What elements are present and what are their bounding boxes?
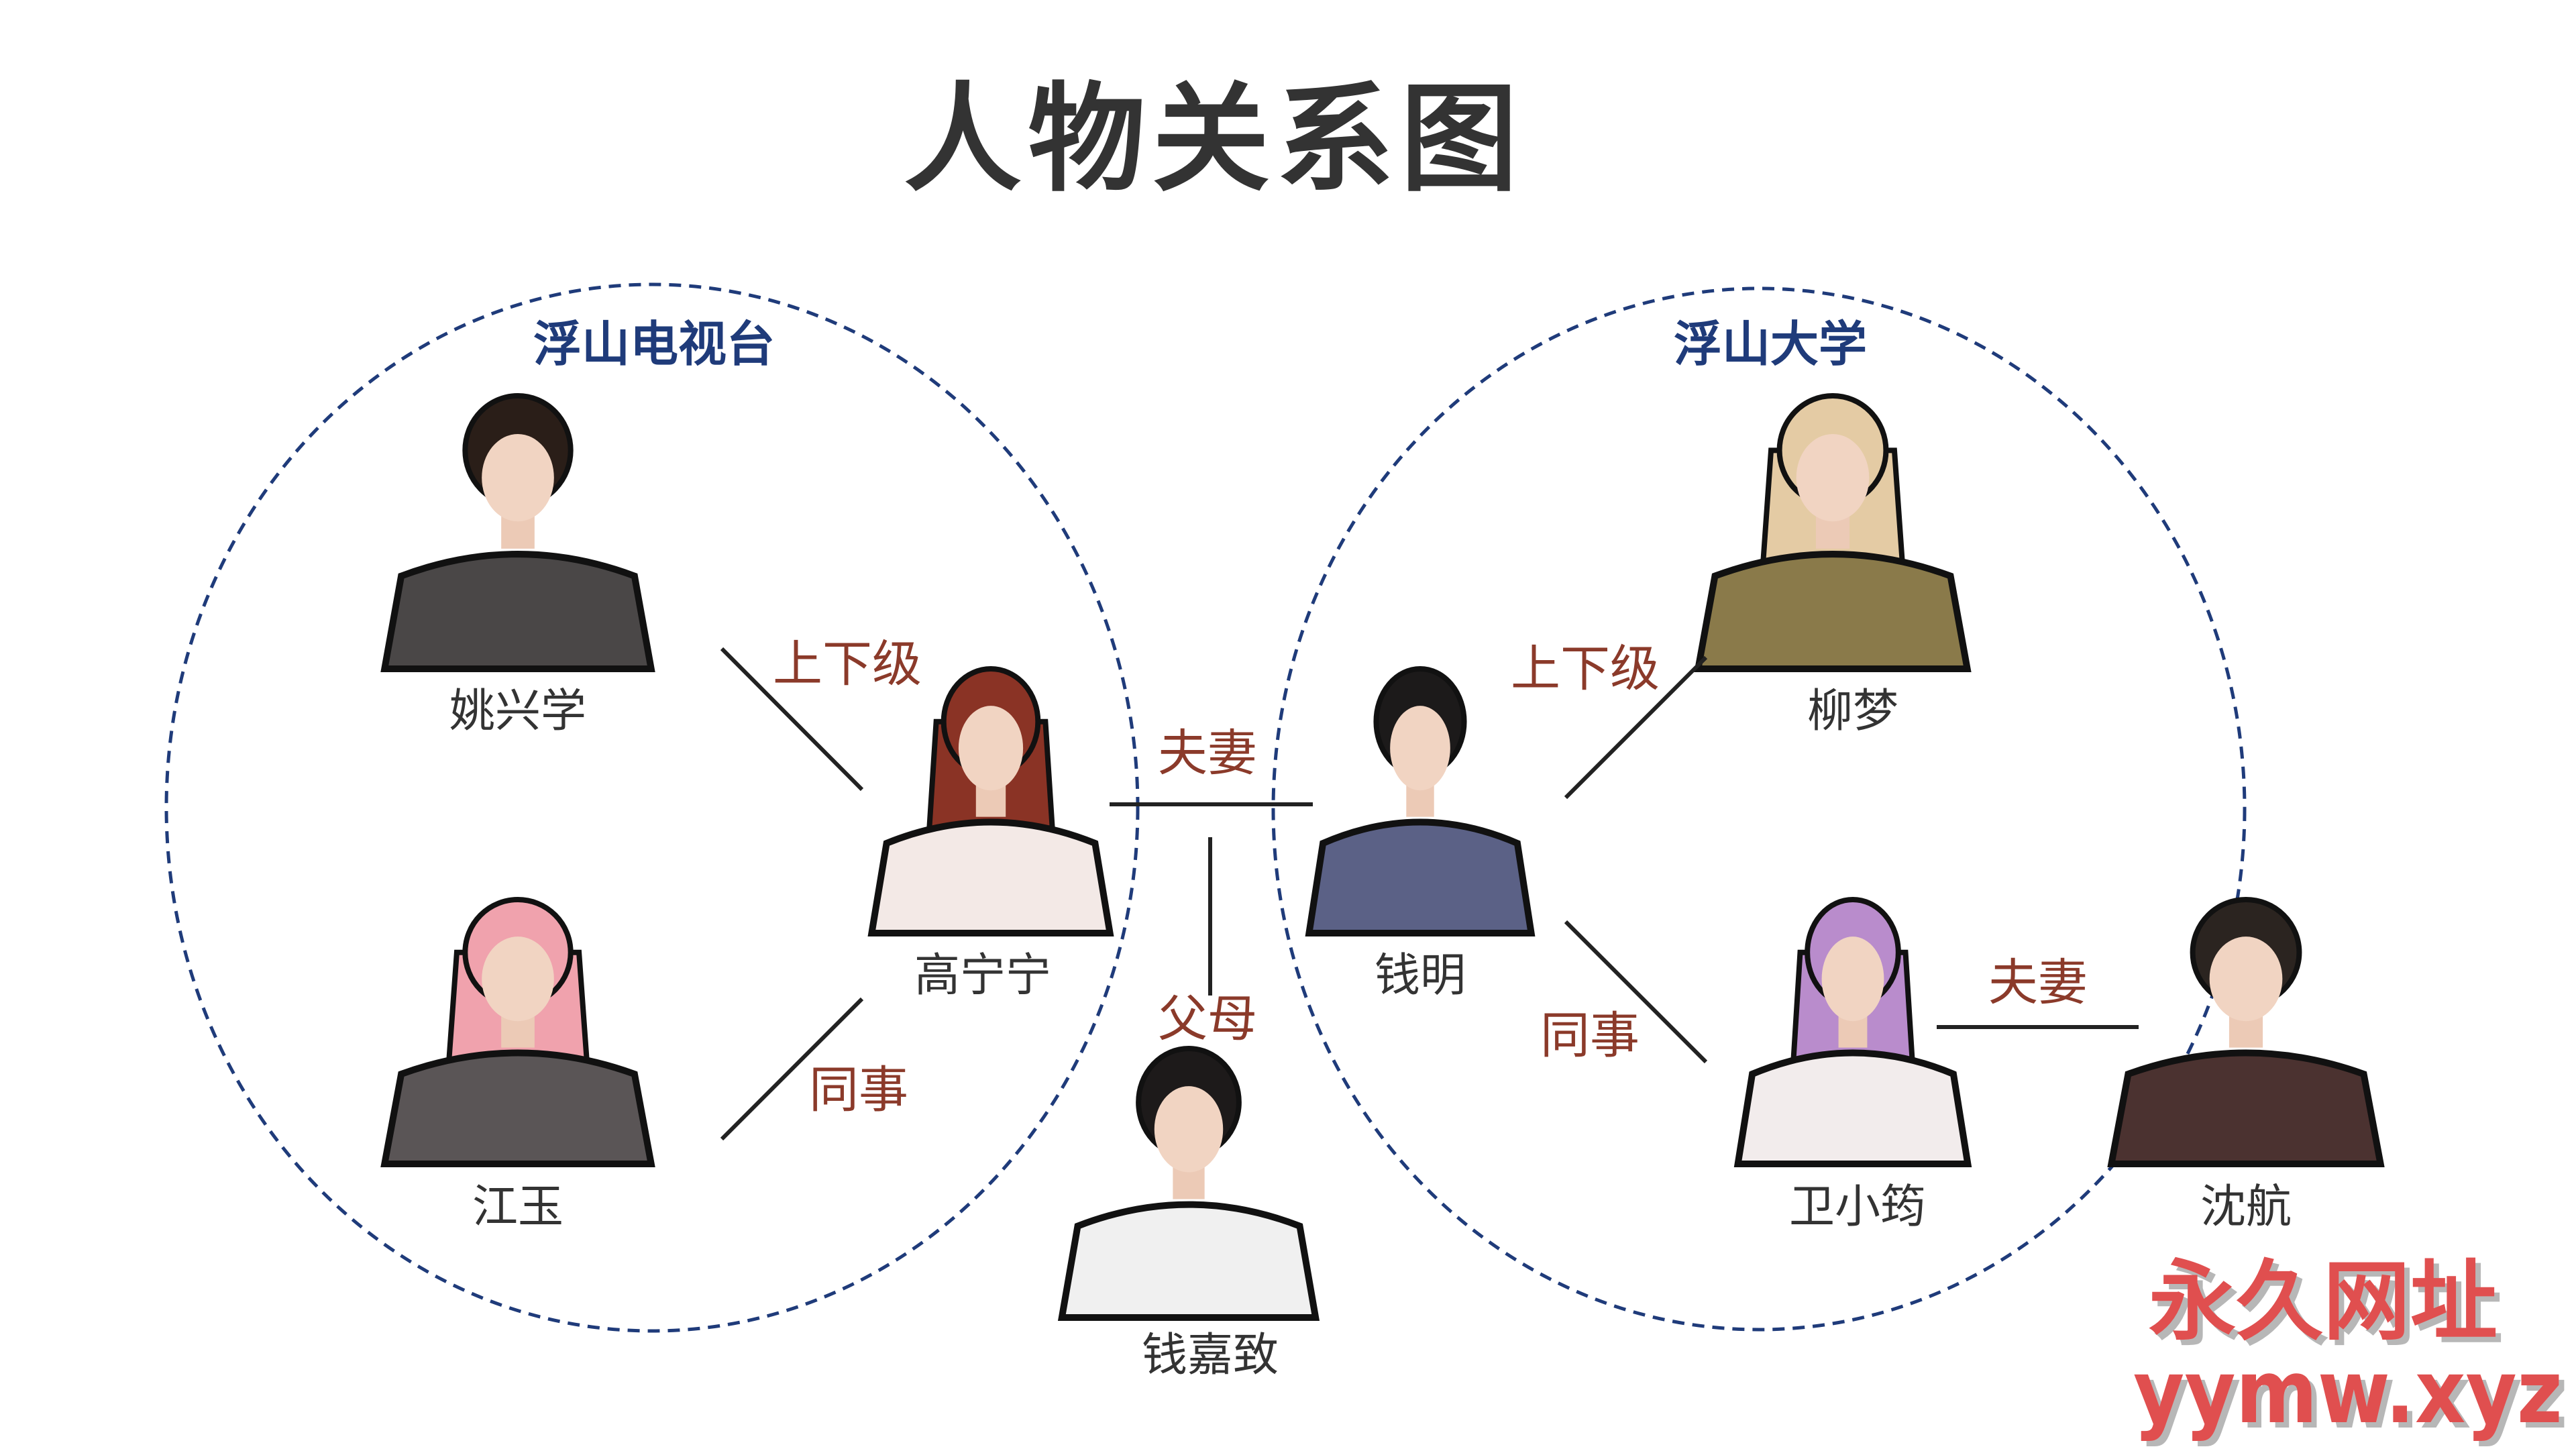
face-icon: [1821, 936, 1884, 1022]
relation-line-colleague: [720, 997, 864, 1141]
person-name: 钱嘉致: [1142, 1329, 1279, 1382]
page-title: 人物关系图: [904, 72, 1525, 208]
face-icon: [958, 706, 1024, 791]
relation-line-boss-right: [1564, 655, 1708, 800]
relation-label: 夫妻: [1988, 954, 2088, 1012]
face-icon: [482, 433, 554, 522]
group-label-tv-station: 浮山电视台: [533, 316, 775, 372]
relation-label: 同事: [1540, 1007, 1640, 1065]
person-name: 江玉: [472, 1181, 564, 1234]
group-ellipse-tv-station: [164, 282, 1140, 1333]
person-name: 柳梦: [1807, 685, 1898, 738]
person-name: 沈航: [2200, 1181, 2292, 1234]
face-icon: [482, 936, 554, 1022]
person-portrait: [2107, 897, 2385, 1167]
person-portrait: [380, 393, 655, 672]
group-ellipse-university: [1271, 286, 2247, 1332]
face-icon: [1796, 433, 1870, 522]
relation-label: 上下级: [773, 635, 922, 693]
face-icon: [1390, 706, 1450, 791]
body-icon: [380, 1049, 655, 1167]
relation-label: 上下级: [1511, 640, 1660, 698]
face-icon: [2209, 936, 2283, 1022]
watermark-line1: 永久网址: [2149, 1250, 2498, 1352]
relation-label: 夫妻: [1158, 724, 1257, 782]
group-label-university: 浮山大学: [1674, 316, 1867, 372]
relation-label: 父母: [1158, 990, 1257, 1048]
person-portrait: [380, 897, 655, 1167]
person-portrait: [1733, 897, 1972, 1167]
relation-line-boss: [720, 647, 864, 792]
person-name: 姚兴学: [449, 685, 586, 738]
body-icon: [1733, 1049, 1972, 1167]
body-icon: [2107, 1049, 2385, 1167]
body-icon: [1305, 818, 1536, 936]
person-name: 高宁宁: [914, 949, 1051, 1002]
body-icon: [1694, 551, 1972, 672]
body-icon: [380, 551, 655, 672]
relation-line-colleague-right: [1564, 920, 1708, 1064]
relation-lines: [720, 647, 2139, 1141]
person-name: 钱明: [1375, 949, 1466, 1002]
person-portrait: [1694, 393, 1972, 672]
person-portrait: [867, 666, 1114, 936]
face-icon: [1154, 1086, 1224, 1173]
relation-label: 同事: [809, 1061, 908, 1119]
person-portrait: [1305, 666, 1536, 936]
watermark: 永久网址 yymw.xyz: [2133, 1250, 2563, 1443]
person-name: 卫小筠: [1789, 1181, 1926, 1234]
person-portrait: [1057, 1046, 1320, 1321]
body-icon: [867, 818, 1114, 936]
body-icon: [1057, 1201, 1320, 1321]
watermark-line2: yymw.xyz: [2133, 1341, 2563, 1443]
